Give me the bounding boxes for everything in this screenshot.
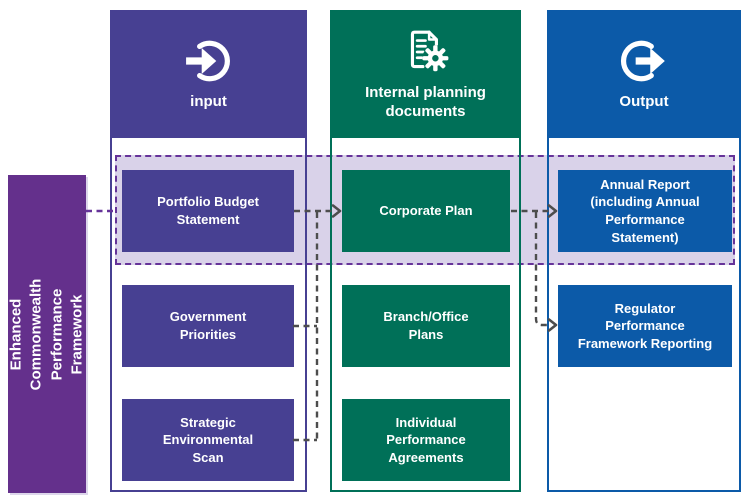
box-strategic-environmental-scan: Strategic Environmental Scan xyxy=(122,399,294,481)
box-individual-performance-agreements: Individual Performance Agreements xyxy=(342,399,510,481)
document-gear-icon xyxy=(410,30,448,72)
output-arrow-icon xyxy=(620,40,665,82)
box-corporate-plan: Corporate Plan xyxy=(342,170,510,252)
column-internal-planning: Internal planning documents xyxy=(330,10,521,492)
framework-sidebar-label: Enhanced Commonwealth Performance Framew… xyxy=(7,278,86,390)
framework-sidebar: Enhanced Commonwealth Performance Framew… xyxy=(8,175,86,493)
column-output-label: Output xyxy=(619,93,669,111)
box-government-priorities: Government Priorities xyxy=(122,285,294,367)
box-annual-report: Annual Report (including Annual Performa… xyxy=(558,170,732,252)
column-output-header: Output xyxy=(547,10,741,138)
column-internal-header: Internal planning documents xyxy=(330,10,521,138)
input-arrow-icon xyxy=(185,40,230,82)
column-input: input xyxy=(110,10,307,492)
box-regulator-performance-framework-reporting: Regulator Performance Framework Reportin… xyxy=(558,285,732,367)
column-input-header: input xyxy=(110,10,307,138)
column-input-label: input xyxy=(190,93,227,111)
box-branch-office-plans: Branch/Office Plans xyxy=(342,285,510,367)
column-internal-label: Internal planning documents xyxy=(365,83,486,120)
box-portfolio-budget-statement: Portfolio Budget Statement xyxy=(122,170,294,252)
